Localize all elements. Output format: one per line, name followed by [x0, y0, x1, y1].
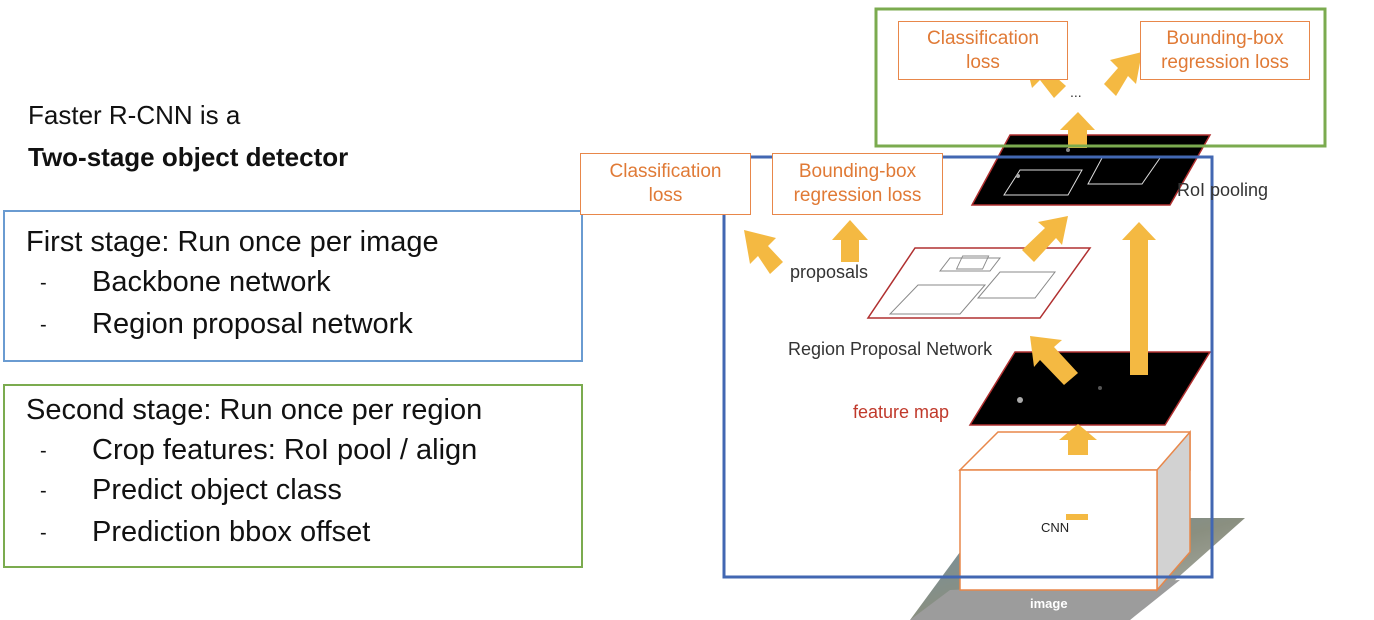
image-label: image — [1030, 596, 1068, 611]
item-label: Prediction bbox offset — [92, 516, 371, 548]
cnn-cube — [958, 429, 1191, 593]
second-stage-box — [3, 384, 583, 568]
top-bbox-regression-loss-box: Bounding-box regression loss — [1140, 21, 1310, 80]
top-classification-loss-box: Classification loss — [898, 21, 1068, 80]
bullet-dash: - — [40, 271, 47, 294]
second-stage-title: Second stage: Run once per region — [26, 394, 483, 426]
cnn-label: CNN — [1041, 520, 1070, 535]
proposals-label: proposals — [790, 262, 869, 282]
arrow-rpn-bbox — [832, 220, 868, 262]
arrow-top-bbox — [1104, 52, 1142, 96]
arrow-rpn-cls — [744, 230, 783, 274]
item-label: Backbone network — [92, 266, 331, 298]
bullet-dash: - — [40, 439, 47, 462]
first-stage-item-backbone: - Backbone network — [40, 266, 331, 299]
roi-pooling-label: RoI pooling — [1177, 180, 1269, 200]
second-stage-item-bbox: - Prediction bbox offset — [40, 516, 370, 549]
proposals-plane — [866, 247, 1092, 319]
item-label: Crop features: RoI pool / align — [92, 434, 478, 466]
rpn-classification-loss-box: Classification loss — [580, 153, 751, 215]
arrow-feature-to-rpn — [1030, 336, 1078, 385]
first-stage-box — [3, 210, 583, 362]
intro-line-2: Two-stage object detector — [28, 142, 349, 172]
item-label: Region proposal network — [92, 308, 413, 340]
feature-map-plane — [968, 351, 1212, 426]
intro-line-1: Faster R-CNN is a — [28, 100, 241, 130]
second-stage-item-class: - Predict object class — [40, 474, 342, 507]
second-stage-region-box — [874, 7, 1327, 148]
bullet-dash: - — [40, 479, 47, 502]
roi-pooling-plane — [970, 134, 1212, 206]
rpn-bbox-regression-loss-box: Bounding-box regression loss — [772, 153, 943, 215]
rpn-label: Region Proposal Network — [788, 339, 993, 359]
bullet-dash: - — [40, 313, 47, 336]
item-label: Predict object class — [92, 474, 342, 506]
arrow-cnn-to-feature — [1059, 424, 1097, 455]
arrow-roi-to-top — [1060, 112, 1095, 148]
rpn-region-box — [722, 155, 1214, 579]
arrow-feature-to-roi — [1122, 222, 1156, 375]
second-stage-item-crop: - Crop features: RoI pool / align — [40, 434, 477, 467]
first-stage-item-rpn: - Region proposal network — [40, 308, 413, 341]
ellipsis-label: ... — [1070, 84, 1082, 100]
first-stage-title: First stage: Run once per image — [26, 226, 439, 258]
bullet-dash: - — [40, 521, 47, 544]
arrow-proposals-to-roi — [1022, 216, 1068, 262]
feature-map-label: feature map — [853, 402, 950, 422]
arrow-image-to-cnn — [1066, 514, 1088, 520]
